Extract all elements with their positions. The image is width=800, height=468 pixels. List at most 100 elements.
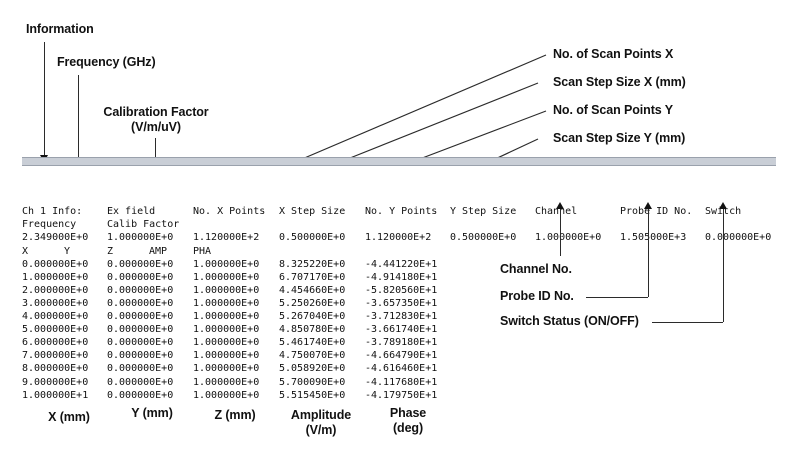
info-label-1: Ex field <box>107 206 156 218</box>
cell-r2-c0: 2.000000E+0 <box>22 284 89 296</box>
leader-switch-line <box>723 209 724 322</box>
cell-r1-c3: 6.707170E+0 <box>279 271 346 283</box>
cell-r0-c2: 1.000000E+0 <box>193 258 260 270</box>
cell-r3-c1: 0.000000E+0 <box>107 297 174 309</box>
cell-r3-c2: 1.000000E+0 <box>193 297 260 309</box>
info-label-7: Probe ID No. <box>620 206 693 218</box>
cell-r2-c1: 0.000000E+0 <box>107 284 174 296</box>
cell-r6-c3: 5.461740E+0 <box>279 337 346 349</box>
callout-phase-line1: Phase <box>389 406 427 420</box>
column-header-amp: AMP <box>149 245 168 257</box>
info-value-5: 0.500000E+0 <box>450 232 517 244</box>
cell-r7-c3: 4.750070E+0 <box>279 350 346 362</box>
table-row[interactable]: 2.000000E+0 0.000000E+0 1.000000E+0 4.45466… <box>22 284 776 297</box>
info-value-2: 1.120000E+2 <box>193 232 260 244</box>
cell-r3-c4: -3.657350E+1 <box>365 297 438 309</box>
cell-r9-c2: 1.000000E+0 <box>193 376 260 388</box>
callout-amplitude-line1: Amplitude <box>290 408 352 422</box>
cell-r3-c3: 5.250260E+0 <box>279 297 346 309</box>
cell-r8-c1: 0.000000E+0 <box>107 363 174 375</box>
callout-scan-points-x: No. of Scan Points X <box>553 47 674 61</box>
cell-r8-c4: -4.616460E+1 <box>365 363 438 375</box>
cell-r2-c3: 4.454660E+0 <box>279 284 346 296</box>
info-value-6: 1.000000E+0 <box>535 232 602 244</box>
column-header-y: Y <box>64 245 71 257</box>
cell-r7-c4: -4.664790E+1 <box>365 350 438 362</box>
leader-switch-arrowhead <box>718 202 727 209</box>
cell-r11-c2: 1.000000E+0 <box>193 402 279 404</box>
cell-r2-c2: 1.000000E+0 <box>193 284 260 296</box>
panel-top-bar <box>22 157 776 166</box>
cell-r11-c4: -3.551880E+1 <box>365 402 450 404</box>
info-label-5: Y Step Size <box>450 206 517 218</box>
cell-r10-c2: 1.000000E+0 <box>193 389 260 401</box>
cell-r7-c2: 1.000000E+0 <box>193 350 260 362</box>
cell-r8-c3: 5.058920E+0 <box>279 363 346 375</box>
info-sublabel-row: Frequency Calib Factor <box>22 218 776 231</box>
cell-r0-c4: -4.441220E+1 <box>365 258 438 270</box>
info-value-8: 0.000000E+0 <box>705 232 772 244</box>
cell-r11-c3: 5.871290E+0 <box>279 402 365 404</box>
callout-calibration-factor-line1: Calibration Factor <box>103 105 209 119</box>
cell-r6-c4: -3.789180E+1 <box>365 337 438 349</box>
info-label-6: Channel <box>535 206 578 218</box>
cell-r4-c2: 1.000000E+0 <box>193 311 260 323</box>
cell-r0-c3: 8.325220E+0 <box>279 258 346 270</box>
callout-information: Information <box>26 22 94 36</box>
column-header-x: X <box>22 245 29 257</box>
info-sublabel-1: Calib Factor <box>107 219 180 231</box>
cell-r5-c4: -3.661740E+1 <box>365 324 438 336</box>
cell-r8-c2: 1.000000E+0 <box>193 363 260 375</box>
leader-switch-elbow <box>652 322 723 323</box>
cell-r0-c0: 0.000000E+0 <box>22 258 89 270</box>
column-header-z: Z <box>107 245 114 257</box>
cell-r0-c1: 0.000000E+0 <box>107 258 174 270</box>
callout-phase: Phase (deg) <box>368 406 448 436</box>
info-sublabel-0: Frequency <box>22 219 77 231</box>
table-row[interactable]: 1.100000E+10.000000E+01.000000E+05.87129… <box>22 402 776 404</box>
table-row[interactable]: 7.000000E+0 0.000000E+0 1.000000E+0 4.75007… <box>22 349 776 362</box>
cell-r9-c0: 9.000000E+0 <box>22 376 89 388</box>
callout-switch-status: Switch Status (ON/OFF) <box>500 314 639 328</box>
info-value-1: 1.000000E+0 <box>107 232 174 244</box>
leader-channel-arrowhead <box>555 202 564 209</box>
cell-r7-c1: 0.000000E+0 <box>107 350 174 362</box>
info-value-3: 0.500000E+0 <box>279 232 346 244</box>
cell-r4-c3: 5.267040E+0 <box>279 311 346 323</box>
leader-probe-id-arrowhead <box>643 202 652 209</box>
callout-y-mm-line1: Y (mm) <box>131 406 173 420</box>
cell-r10-c1: 0.000000E+0 <box>107 389 174 401</box>
info-label-4: No. Y Points <box>365 206 438 218</box>
cell-r7-c0: 7.000000E+0 <box>22 350 89 362</box>
info-label-8: Switch <box>705 205 776 218</box>
cell-r1-c1: 0.000000E+0 <box>107 271 174 283</box>
column-header-pha: PHA <box>193 245 212 257</box>
cell-r10-c0: 1.000000E+1 <box>22 389 89 401</box>
cell-r6-c2: 1.000000E+0 <box>193 337 260 349</box>
table-row[interactable]: 0.000000E+0 0.000000E+0 1.000000E+0 8.32522… <box>22 258 776 271</box>
callout-x-mm-line1: X (mm) <box>48 410 90 424</box>
cell-r9-c1: 0.000000E+0 <box>107 376 174 388</box>
leader-probe-id-line <box>648 209 649 297</box>
cell-r2-c4: -5.820560E+1 <box>365 284 438 296</box>
leader-scan-step-size-x <box>324 82 539 169</box>
cell-r1-c0: 1.000000E+0 <box>22 271 89 283</box>
cell-r10-c4: -4.179750E+1 <box>365 389 438 401</box>
cell-r1-c4: -4.914180E+1 <box>365 271 438 283</box>
cell-r11-c0: 1.100000E+1 <box>22 402 107 404</box>
cell-r4-c0: 4.000000E+0 <box>22 311 89 323</box>
leader-information-line <box>44 42 45 155</box>
